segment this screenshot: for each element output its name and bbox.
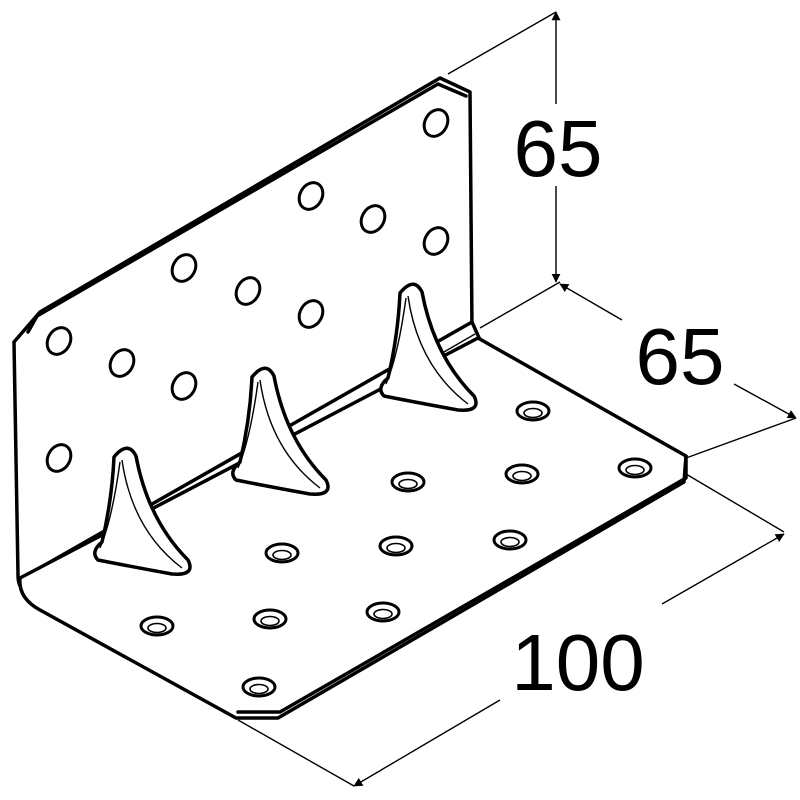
hole [297,299,325,329]
hole [234,276,262,306]
dimension-length: 100 [237,473,785,787]
hole [297,181,325,211]
horizontal-plate-edge [236,454,688,714]
horizontal-plate [18,336,688,720]
hole [170,253,198,283]
dimension-height: 65 [447,11,603,329]
vertical-plate-edge [26,82,468,334]
hole [45,326,73,356]
dimension-depth-label: 65 [636,312,725,401]
hole [241,676,277,698]
dimension-depth-line [559,283,623,321]
hole [139,615,175,637]
hole [492,529,528,551]
hole [378,535,414,557]
hole [617,457,653,479]
vertical-plate-holes [45,108,450,473]
rib [379,282,478,412]
dimension-length-line [661,533,785,605]
hole [515,400,551,422]
stiffening-ribs [93,282,478,576]
hole [359,204,387,234]
hole [422,108,450,138]
dimension-height-label: 65 [514,104,603,193]
hole [365,601,401,623]
hole [264,542,300,564]
hole [45,443,73,473]
rib [231,366,330,496]
dimension-length-label: 100 [511,618,644,707]
hole [390,471,426,493]
rib [93,446,192,576]
horizontal-plate-holes [139,400,653,698]
hole [108,348,136,378]
dimension-depth: 65 [559,283,797,459]
hole [252,608,288,630]
hole [170,371,198,401]
hole [422,226,450,256]
hole [504,463,540,485]
